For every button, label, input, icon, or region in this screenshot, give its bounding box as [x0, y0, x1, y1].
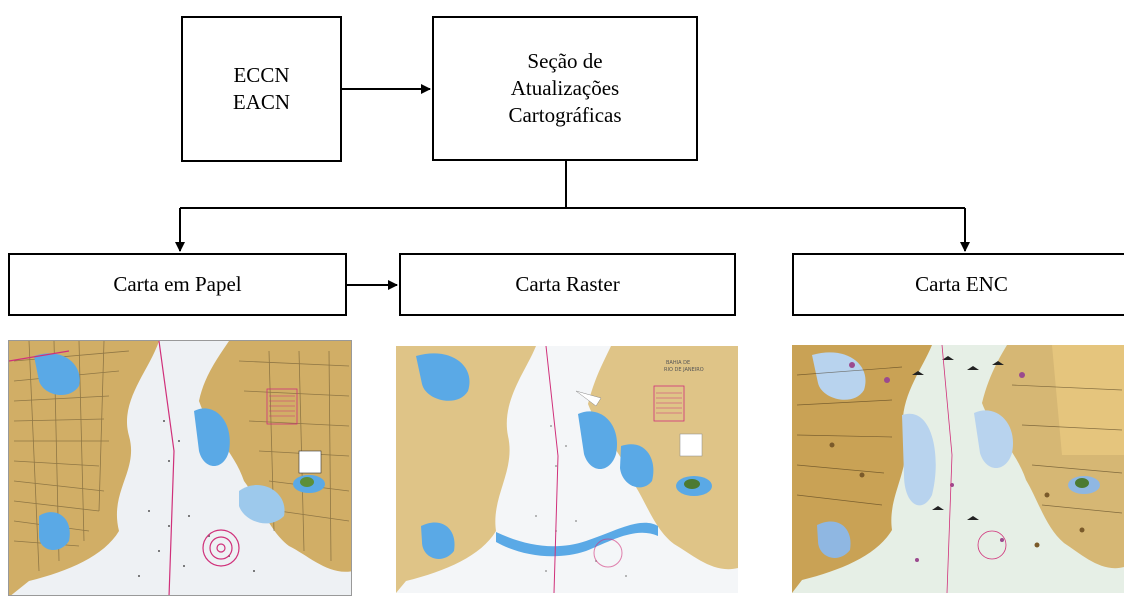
enc-chart-box: Carta ENC	[792, 253, 1124, 316]
enc-nautical-chart-image	[792, 345, 1124, 593]
raster-chart-box: Carta Raster	[399, 253, 736, 316]
section-box: Seção de Atualizações Cartográficas	[432, 16, 698, 161]
section-line-1: Seção de	[527, 49, 603, 73]
paper-chart-label: Carta em Papel	[113, 272, 242, 296]
svg-text:BAHIA DE: BAHIA DE	[666, 360, 690, 366]
paper-nautical-chart-image	[8, 340, 352, 596]
section-line-3: Cartográficas	[508, 103, 622, 127]
svg-text:RIO DE JANEIRO: RIO DE JANEIRO	[664, 367, 704, 373]
source-line-2: EACN	[232, 90, 291, 114]
paper-chart-box: Carta em Papel	[8, 253, 347, 316]
source-box: ECCN EACN	[181, 16, 342, 162]
source-line-1: ECCN	[233, 63, 290, 87]
raster-nautical-chart-image: BAHIA DE RIO DE JANEIRO	[396, 346, 738, 593]
section-line-2: Atualizações	[510, 76, 620, 100]
raster-chart-label: Carta Raster	[515, 272, 620, 296]
enc-chart-label: Carta ENC	[915, 272, 1008, 296]
